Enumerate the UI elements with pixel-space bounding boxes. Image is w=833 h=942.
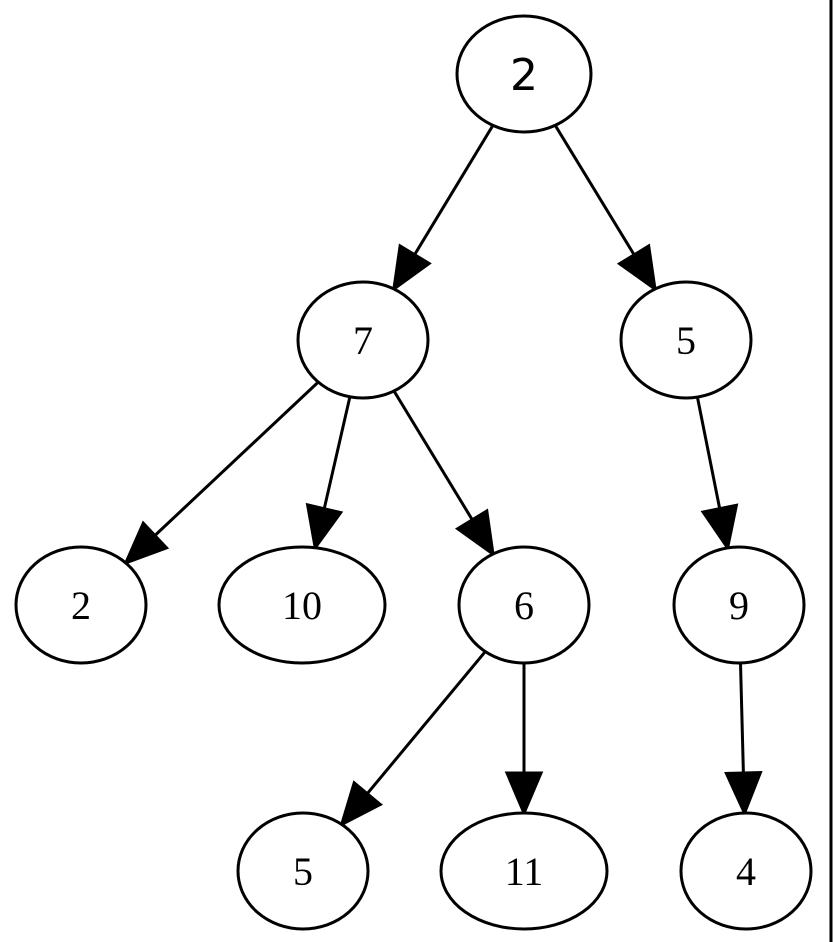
tree-node: 10 <box>217 545 387 665</box>
arrowhead-n0-n2 <box>616 243 657 293</box>
edge-n1-n5 <box>392 390 474 521</box>
arrowhead-n1-n5 <box>454 508 495 558</box>
arrowhead-n1-n4 <box>305 502 344 552</box>
node-ellipse <box>217 545 387 665</box>
tree-node: 7 <box>296 280 430 400</box>
arrowhead-n0-n1 <box>391 243 432 293</box>
node-ellipse <box>439 811 609 931</box>
node-ellipse <box>236 811 370 931</box>
edge-n1-n3 <box>153 381 320 537</box>
tree-node: 2 <box>14 545 148 665</box>
nodes-layer: 2 7 5 2 10 6 9 5 11 4 <box>14 14 813 931</box>
node-ellipse <box>296 280 430 400</box>
node-ellipse <box>679 811 813 931</box>
arrowhead-n2-n6 <box>700 503 739 552</box>
root-node: 2 <box>455 14 593 134</box>
tree-node: 4 <box>679 811 813 931</box>
arrowhead-n6-n9 <box>724 771 763 817</box>
root-node-label: 2 <box>510 50 538 101</box>
edges-layer <box>123 124 763 828</box>
node-label: 7 <box>353 318 373 363</box>
node-label: 4 <box>736 849 756 894</box>
tree-node: 9 <box>672 545 806 665</box>
arrowhead-n5-n8 <box>504 771 544 817</box>
node-ellipse <box>619 280 753 400</box>
edge-n5-n7 <box>366 650 487 795</box>
tree-node: 11 <box>439 811 609 931</box>
node-ellipse <box>457 545 591 665</box>
root-node-ellipse <box>455 14 593 134</box>
edge-n0-n2 <box>553 124 636 256</box>
node-label: 2 <box>71 583 91 628</box>
node-label: 5 <box>676 318 696 363</box>
node-label: 6 <box>514 583 534 628</box>
edge-n2-n6 <box>695 396 722 509</box>
node-label: 9 <box>729 583 749 628</box>
node-ellipse <box>672 545 806 665</box>
edge-n1-n4 <box>322 396 352 510</box>
edge-n6-n9 <box>739 662 745 774</box>
node-ellipse <box>14 545 148 665</box>
arrowhead-n1-n3 <box>123 520 170 566</box>
node-label: 11 <box>505 849 544 894</box>
edge-n0-n1 <box>413 124 495 256</box>
arrowhead-n5-n7 <box>339 780 384 828</box>
node-label: 5 <box>293 849 313 894</box>
tree-node: 6 <box>457 545 591 665</box>
node-label: 10 <box>282 583 322 628</box>
tree-node: 5 <box>236 811 370 931</box>
tree-node: 5 <box>619 280 753 400</box>
